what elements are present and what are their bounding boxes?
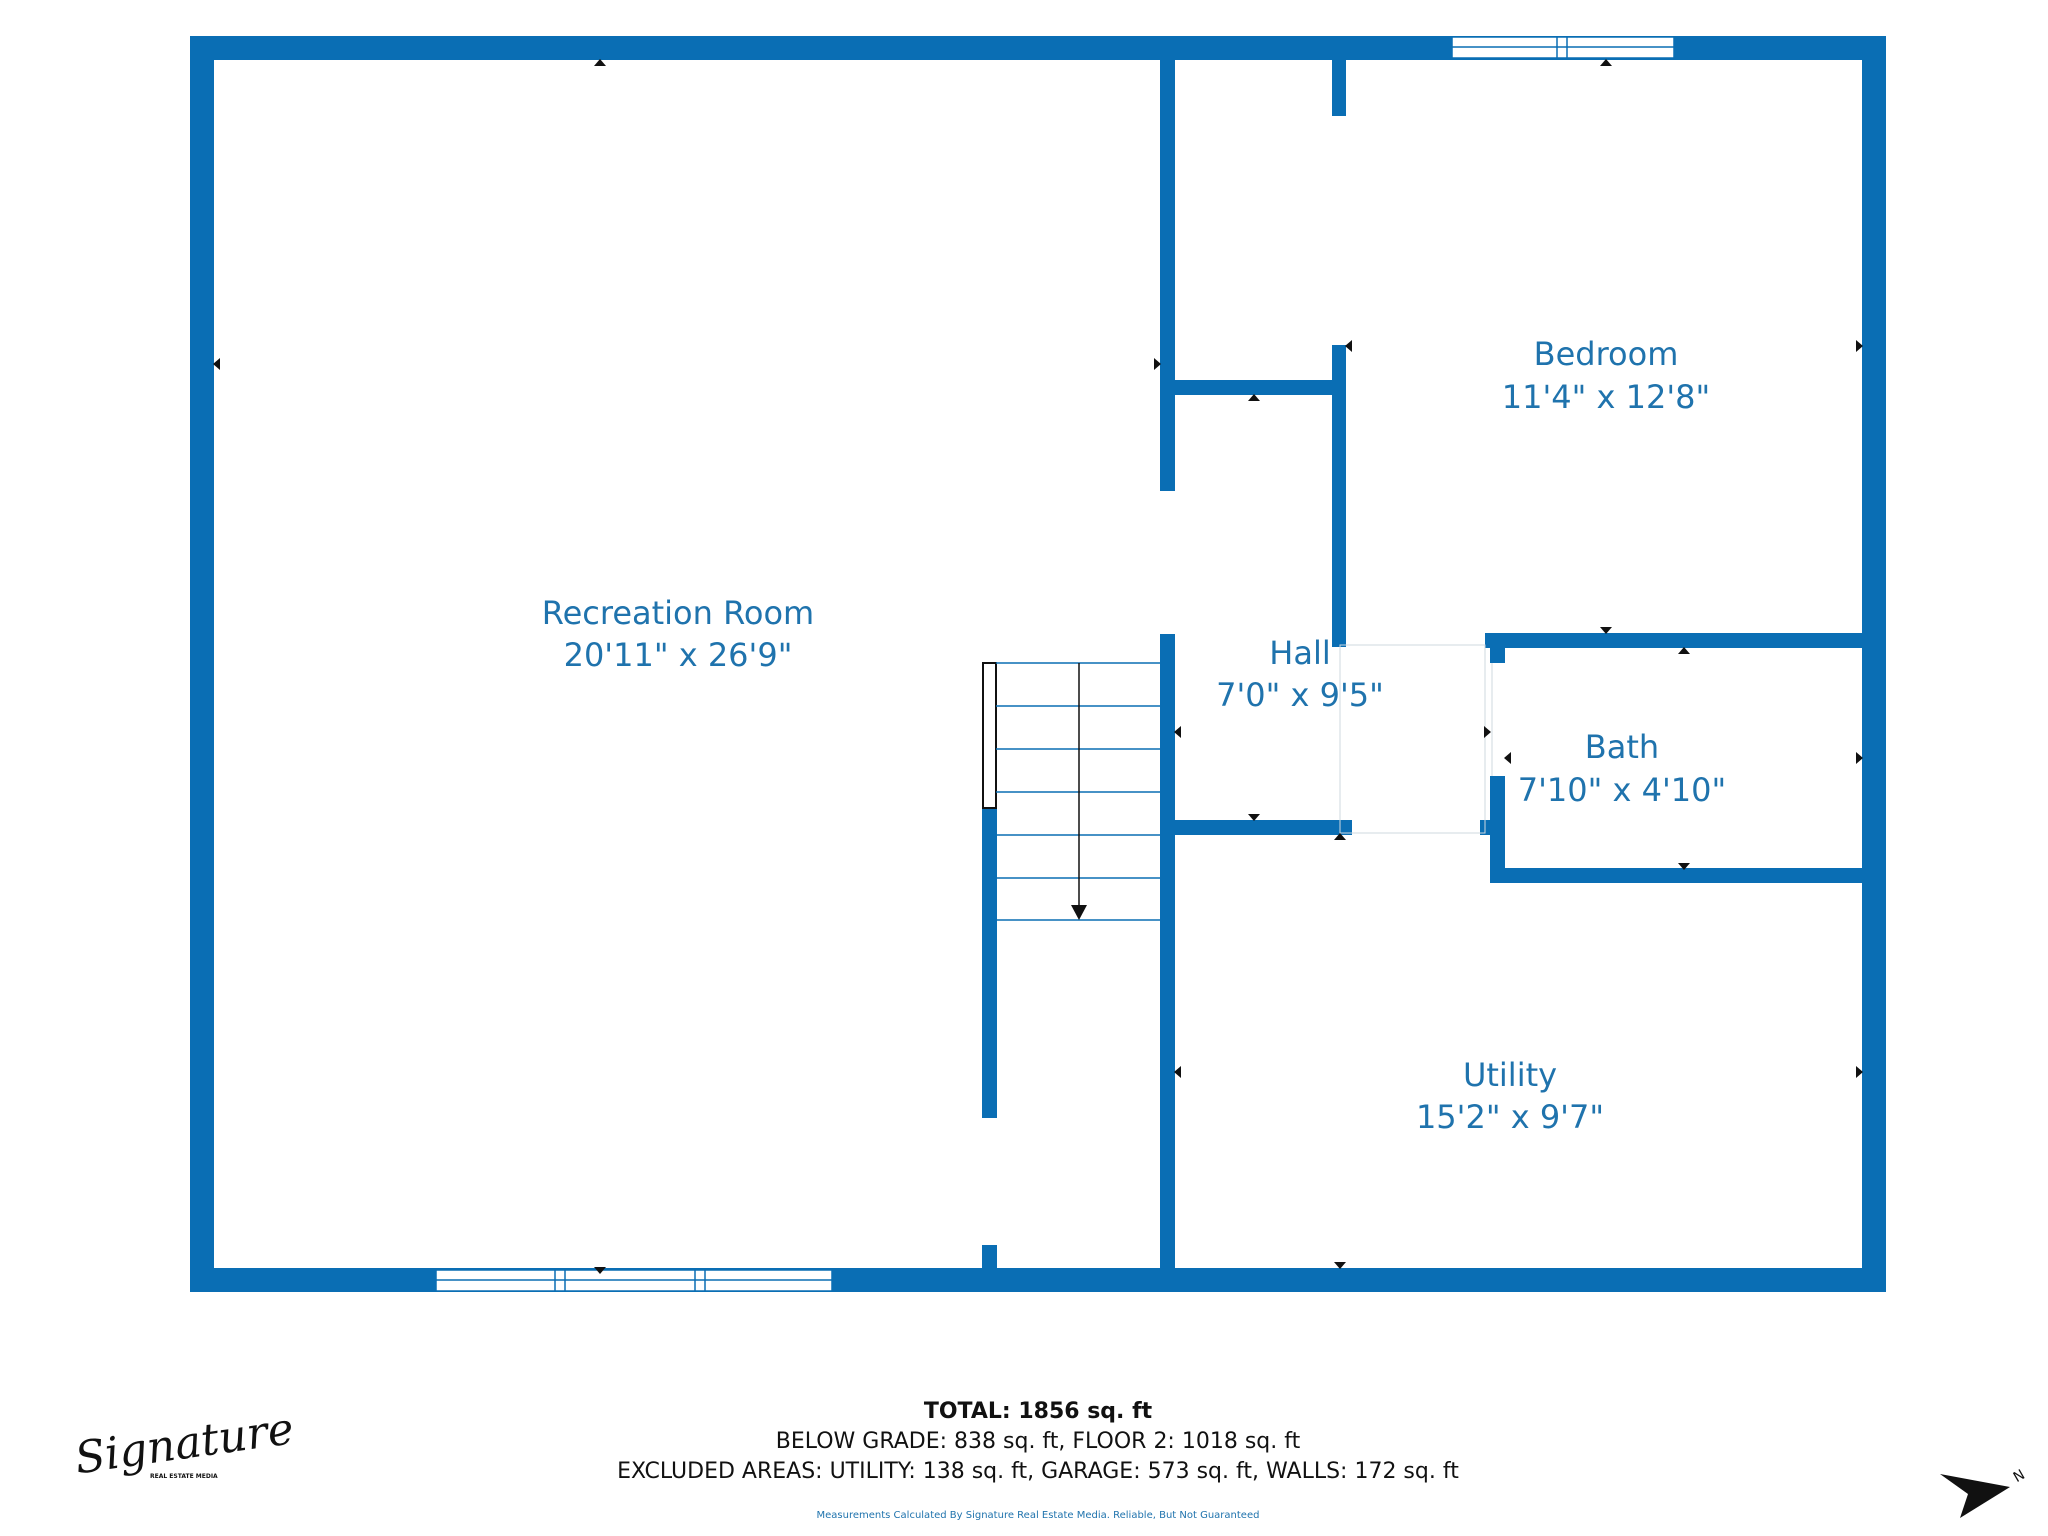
bedroom-west-wall-top <box>1332 56 1346 116</box>
company-logo: Signature REAL ESTATE MEDIA <box>72 1403 297 1484</box>
outer-wall-left <box>190 36 214 1292</box>
stair-railing <box>982 662 997 809</box>
total-area: TOTAL: 1856 sq. ft <box>924 1399 1153 1424</box>
bedroom-west-wall-bottom <box>1332 345 1346 647</box>
room-dims-utility: 15'2" x 9'7" <box>1416 1098 1604 1136</box>
bath-west-wall-top <box>1490 633 1505 663</box>
north-arrow-icon: N <box>1940 1467 2028 1518</box>
room-name-recreation: Recreation Room <box>542 594 814 632</box>
room-dims-recreation: 20'11" x 26'9" <box>564 636 793 674</box>
walls <box>190 36 1886 1292</box>
staircase <box>982 662 1160 921</box>
logo-subtitle: REAL ESTATE MEDIA <box>150 1473 218 1480</box>
area-breakdown: BELOW GRADE: 838 sq. ft, FLOOR 2: 1018 s… <box>776 1429 1301 1454</box>
room-name-bath: Bath <box>1585 728 1659 766</box>
bath-bottom-wall <box>1490 868 1870 883</box>
excluded-areas: EXCLUDED AREAS: UTILITY: 138 sq. ft, GAR… <box>617 1459 1459 1484</box>
dimension-markers <box>213 59 1863 1274</box>
outer-wall-right <box>1862 36 1886 1292</box>
stair-wall-mid <box>982 808 997 1118</box>
stair-wall-low <box>982 1245 997 1275</box>
room-dims-hall: 7'0" x 9'5" <box>1216 676 1384 714</box>
openings <box>1339 644 1493 834</box>
closet-bottom-wall <box>1170 380 1340 395</box>
windows <box>435 36 1675 1292</box>
room-name-hall: Hall <box>1269 634 1330 672</box>
room-name-utility: Utility <box>1463 1056 1557 1094</box>
center-wall-lower <box>1160 634 1175 1274</box>
area-summary: TOTAL: 1856 sq. ft BELOW GRADE: 838 sq. … <box>617 1399 1459 1521</box>
bedroom-bottom-wall <box>1485 633 1870 648</box>
stair-down-arrow-icon <box>1071 905 1087 920</box>
room-dims-bath: 7'10" x 4'10" <box>1518 771 1726 809</box>
center-wall-upper <box>1160 56 1175 491</box>
hall-bottom-wall <box>1170 820 1352 835</box>
disclaimer: Measurements Calculated By Signature Rea… <box>817 1510 1260 1521</box>
compass-label: N <box>2011 1467 2028 1486</box>
room-labels: Recreation Room 20'11" x 26'9" Bedroom 1… <box>542 335 1726 1136</box>
room-name-bedroom: Bedroom <box>1534 335 1679 373</box>
room-dims-bedroom: 11'4" x 12'8" <box>1502 378 1710 416</box>
